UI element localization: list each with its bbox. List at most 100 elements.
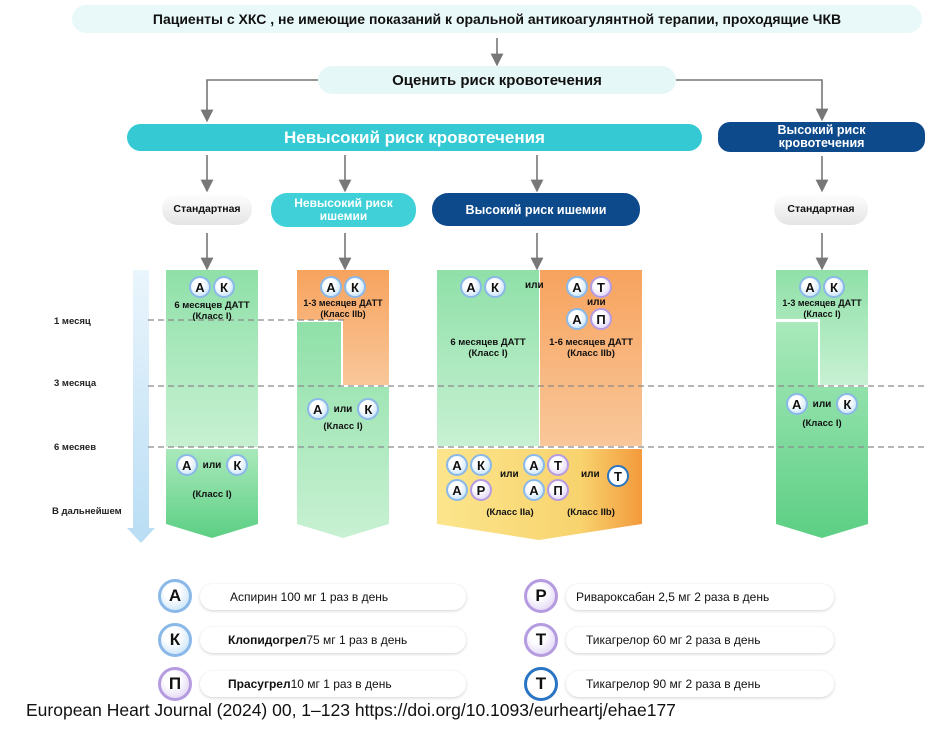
flow-arrows [200, 38, 829, 271]
aspirin-badge: А [523, 479, 545, 501]
col3-right-text: 1-6 месяцев ДАТТ (Класс IIb) [540, 337, 642, 359]
aspirin-badge: А [566, 308, 588, 330]
aspirin-badge: А [175, 454, 198, 476]
col4-dapt-class: (Класс I) [803, 309, 841, 319]
aspirin-badge: А [189, 276, 211, 298]
col3-class-iib: (Класс IIb) [567, 507, 615, 518]
col3-right-class: (Класс IIb) [567, 348, 615, 359]
aspirin-badge: А [460, 276, 482, 298]
col4-dapt-duration: 1-3 месяцев ДАТТ [782, 298, 862, 308]
standard-pill-high: Стандартная [774, 193, 868, 225]
timeline-arrow [127, 270, 155, 543]
col3-ak-badges: А К [446, 454, 492, 476]
legend-rivaroxaban: Ривароксабан 2,5 мг 2 раза в день [566, 584, 834, 610]
legend-rivaroxaban-text: Ривароксабан 2,5 мг 2 раза в день [576, 590, 770, 604]
standard-pill-low: Стандартная [162, 193, 252, 225]
population-box: Пациенты с ХКС , не имеющие показаний к … [72, 5, 922, 33]
high-bleeding-risk-box: Высокий риск кровотечения [718, 122, 925, 152]
legend-ticagrelor90-badge: Т [524, 667, 558, 701]
ticagrelor-badge: Т [590, 276, 612, 298]
legend-prasugrel-badge: П [158, 667, 192, 701]
col1-dapt-duration: 6 месяцев ДАТТ [174, 300, 250, 311]
clopidogrel-badge: К [344, 276, 366, 298]
col1-top-text: 6 месяцев ДАТТ (Класс I) [162, 300, 262, 322]
legend-prasugrel-dose: 10 мг 1 раз в день [290, 677, 392, 691]
legend-aspirin-badge: А [158, 579, 192, 613]
or-label: или [587, 297, 606, 308]
or-label: или [581, 469, 600, 480]
timeline-6-months: 6 месяев [54, 442, 97, 453]
aspirin-badge: А [446, 479, 468, 501]
col3-dapt-ap-badges: А П [566, 308, 612, 330]
legend-ticagrelor90-text: Тикагрелор 90 мг 2 раза в день [586, 677, 761, 691]
col3-at-badges: А Т [523, 454, 569, 476]
clopidogrel-badge: К [484, 276, 506, 298]
col3-t-badge: Т [607, 465, 629, 487]
col4-top-text: 1-3 месяцев ДАТТ (Класс I) [772, 298, 872, 320]
aspirin-badge: А [785, 393, 808, 415]
legend-clopidogrel-dose: 75 мг 1 раз в день [306, 633, 408, 647]
assess-bleeding-box: Оценить риск кровотечения [318, 66, 676, 94]
legend-aspirin-text: Аспирин 100 мг 1 раз в день [230, 590, 389, 604]
timeline-3-months: 3 месяца [54, 378, 97, 389]
legend-aspirin: Аспирин 100 мг 1 раз в день [200, 584, 466, 610]
aspirin-badge: А [446, 454, 468, 476]
column-standard-high [776, 270, 868, 538]
legend-clopidogrel-name: Клопидогрел [228, 633, 307, 647]
col4-mono-badges: А или К [776, 393, 868, 415]
high-ischemia-pill: Высокий риск ишемии [432, 193, 640, 226]
legend-ticagrelor60: Тикагрелор 60 мг 2 раза в день [566, 627, 834, 653]
rivaroxaban-badge: Р [470, 479, 492, 501]
col3-ar-badges: А Р [446, 479, 492, 501]
aspirin-badge: А [306, 398, 329, 420]
legend-clopidogrel: Клопидогрел 75 мг 1 раз в день [200, 627, 466, 653]
col3-left-duration: 6 месяцев ДАТТ [450, 337, 526, 348]
high-bleeding-line1: Высокий риск [777, 123, 866, 137]
col1-mono-badges: А или К [166, 454, 258, 476]
clopidogrel-badge: К [213, 276, 235, 298]
col1-dapt-class: (Класс I) [192, 311, 232, 322]
ticagrelor-badge: Т [547, 454, 569, 476]
col1-dapt-badges: А К [166, 276, 258, 298]
col2-dapt-duration: 1-3 месяцев ДАТТ [303, 298, 383, 308]
clopidogrel-badge: К [470, 454, 492, 476]
or-label: или [333, 403, 353, 415]
col2-dapt-class: (Класс IIb) [320, 309, 366, 319]
or-label: или [202, 459, 222, 471]
col3-dapt-ak-badges: А К [460, 276, 506, 298]
col3-class-iia: (Класс IIa) [486, 507, 534, 518]
legend-ticagrelor60-text: Тикагрелор 60 мг 2 раза в день [586, 633, 761, 647]
or-label: или [525, 280, 544, 291]
timeline-1-month: 1 месяц [54, 316, 91, 327]
legend-clopidogrel-badge: К [158, 623, 192, 657]
clopidogrel-badge: К [823, 276, 845, 298]
low-bleeding-risk-bar: Невысокий риск кровотечения [127, 124, 702, 151]
col4-mono-class: (Класс I) [802, 418, 842, 429]
col3-dapt-at-badges: А Т [566, 276, 612, 298]
citation-text: European Heart Journal (2024) 00, 1–123 … [26, 700, 676, 720]
col2-mono-badges: А или К [297, 398, 389, 420]
col3-ap-badges: А П [523, 479, 569, 501]
col2-dapt-badges: А К [297, 276, 389, 298]
clopidogrel-badge: К [357, 398, 380, 420]
or-label: или [500, 469, 519, 480]
prasugrel-badge: П [590, 308, 612, 330]
aspirin-badge: А [799, 276, 821, 298]
aspirin-badge: А [523, 454, 545, 476]
col2-top-text: 1-3 месяцев ДАТТ (Класс IIb) [293, 298, 393, 320]
legend-rivaroxaban-badge: Р [524, 579, 558, 613]
low-ischemia-pill: Невысокий риск ишемии [271, 193, 416, 227]
timeline-later: В дальнейшем [52, 506, 122, 517]
clopidogrel-badge: К [836, 393, 859, 415]
col2-mono-class: (Класс I) [323, 421, 363, 432]
aspirin-badge: А [320, 276, 342, 298]
legend-ticagrelor60-badge: Т [524, 623, 558, 657]
col4-dapt-badges: А К [776, 276, 868, 298]
or-label: или [812, 398, 832, 410]
prasugrel-badge: П [547, 479, 569, 501]
col3-left-text: 6 месяцев ДАТТ (Класс I) [437, 337, 539, 359]
low-ischemia-line2: ишемии [319, 209, 368, 223]
legend-prasugrel: Прасугрел 10 мг 1 раз в день [200, 671, 466, 697]
ticagrelor90-badge: Т [607, 465, 629, 487]
